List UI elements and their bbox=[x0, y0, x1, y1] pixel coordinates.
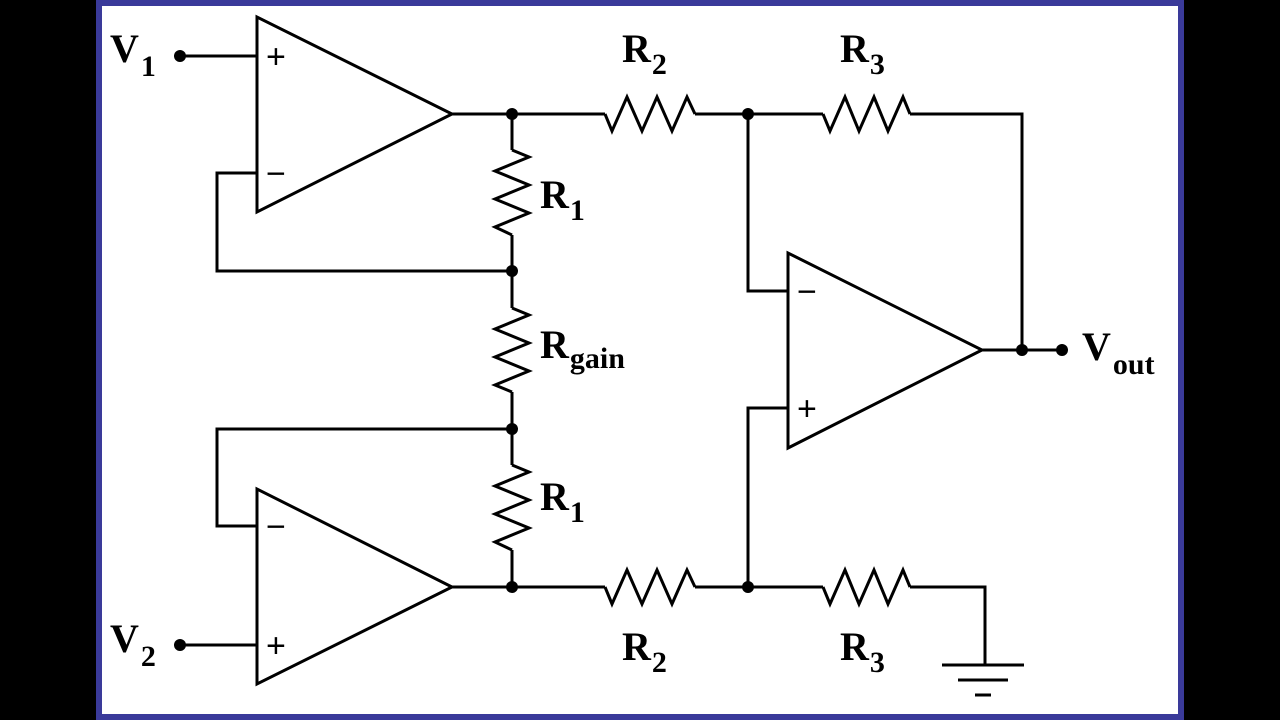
junction-amp3-out bbox=[1016, 344, 1028, 356]
op-amp-3 bbox=[786, 250, 986, 451]
amp1-plus-sign: + bbox=[266, 38, 286, 76]
op-amp-1 bbox=[255, 14, 456, 215]
amp3-plus-sign: + bbox=[797, 390, 817, 428]
op-amp-2 bbox=[255, 486, 456, 687]
wire-amp1-feedback bbox=[215, 171, 512, 273]
wire-amp2-feedback bbox=[215, 427, 512, 528]
wire-amp3-minus bbox=[746, 114, 788, 293]
junction-amp3-plus bbox=[742, 581, 754, 593]
wire-r3-top-to-vout bbox=[910, 112, 1024, 350]
junction-r1-rgain bbox=[506, 265, 518, 277]
resistor-r3-bottom bbox=[821, 566, 912, 608]
wire-amp3-plus bbox=[746, 406, 788, 587]
label-r2-bottom: R2 bbox=[622, 624, 667, 679]
label-vout: Vout bbox=[1082, 324, 1155, 381]
junction-amp1-out bbox=[506, 108, 518, 120]
resistor-r1-lower bbox=[491, 463, 533, 552]
terminal-v2 bbox=[174, 639, 186, 651]
amp1-minus-sign: − bbox=[266, 155, 286, 193]
junction-rgain-r1 bbox=[506, 423, 518, 435]
label-r1-lower: R1 bbox=[540, 474, 585, 529]
label-r3-bottom: R3 bbox=[840, 624, 885, 679]
wire-r3-bottom-to-ground bbox=[910, 585, 987, 665]
amp3-minus-sign: − bbox=[797, 273, 817, 311]
label-r2-top: R2 bbox=[622, 26, 667, 81]
ground-icon bbox=[942, 663, 1024, 697]
amp2-plus-sign: + bbox=[266, 627, 286, 665]
junction-amp2-out bbox=[506, 581, 518, 593]
terminal-v1 bbox=[174, 50, 186, 62]
resistor-r2-top bbox=[603, 93, 697, 135]
amp2-minus-sign: − bbox=[266, 508, 286, 546]
junction-amp3-minus bbox=[742, 108, 754, 120]
resistor-r3-top bbox=[821, 93, 912, 135]
resistor-rgain bbox=[491, 306, 533, 394]
label-r3-top: R3 bbox=[840, 26, 885, 81]
label-v2: V2 bbox=[110, 616, 156, 673]
label-r1-upper: R1 bbox=[540, 172, 585, 227]
resistor-r1-upper bbox=[491, 148, 533, 237]
label-rgain: Rgain bbox=[540, 322, 625, 375]
resistor-r2-bottom bbox=[603, 566, 697, 608]
label-v1: V1 bbox=[110, 26, 156, 83]
terminal-vout bbox=[1056, 344, 1068, 356]
